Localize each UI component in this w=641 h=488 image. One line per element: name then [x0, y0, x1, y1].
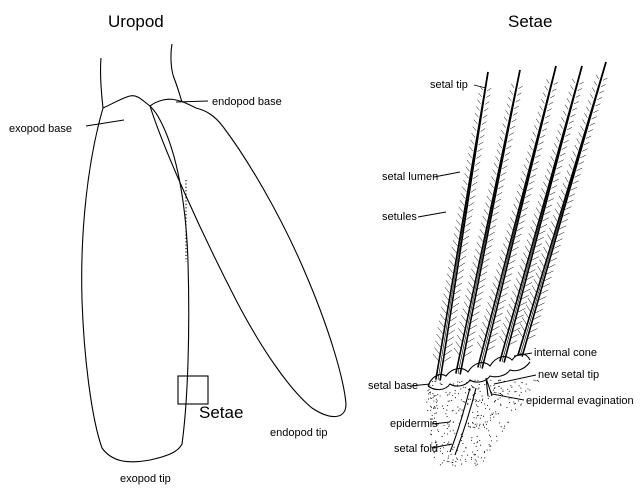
setae-shafts: [433, 62, 607, 380]
setules-leader: [418, 212, 446, 217]
uropod-stub-left: [101, 58, 103, 108]
epidermal-evagination-label: epidermal evagination: [526, 395, 634, 407]
setae-callout-box: [178, 376, 208, 404]
uropod-title: Uropod: [108, 12, 164, 31]
setal-fold-label: setal fold: [394, 443, 438, 455]
epidermis-label: epidermis: [390, 418, 438, 430]
seta: [433, 72, 491, 380]
exopod-tip-label: exopod tip: [120, 473, 171, 485]
endopod-outline: [150, 106, 346, 417]
setal-tip-leader: [474, 85, 486, 88]
exopod-base-leader: [86, 120, 124, 126]
uropod-stub-right: [171, 44, 182, 102]
setal-lumen-label: setal lumen: [382, 171, 438, 183]
seta: [518, 62, 608, 357]
new-setal-tip-label: new setal tip: [538, 369, 599, 381]
setules-label: setules: [382, 211, 417, 223]
setae-title: Setae: [508, 12, 552, 31]
setal-fold-inner: [455, 388, 476, 455]
internal-cone-label: internal cone: [534, 347, 597, 359]
setae-callout-label: Setae: [199, 403, 243, 422]
uropod-panel: Uropod Setae exopod base endopod base ex…: [9, 12, 346, 485]
exopod-base-label: exopod base: [9, 123, 72, 135]
setal-tip-label: setal tip: [430, 79, 468, 91]
exopod-outline: [82, 106, 189, 462]
endopod-tip-label: endopod tip: [270, 427, 328, 439]
setae-panel: Setae setal tip setal lumen setules inte…: [368, 12, 634, 466]
epidermal-evagination-leader: [492, 394, 524, 400]
endopod-base-label: endopod base: [212, 96, 282, 108]
